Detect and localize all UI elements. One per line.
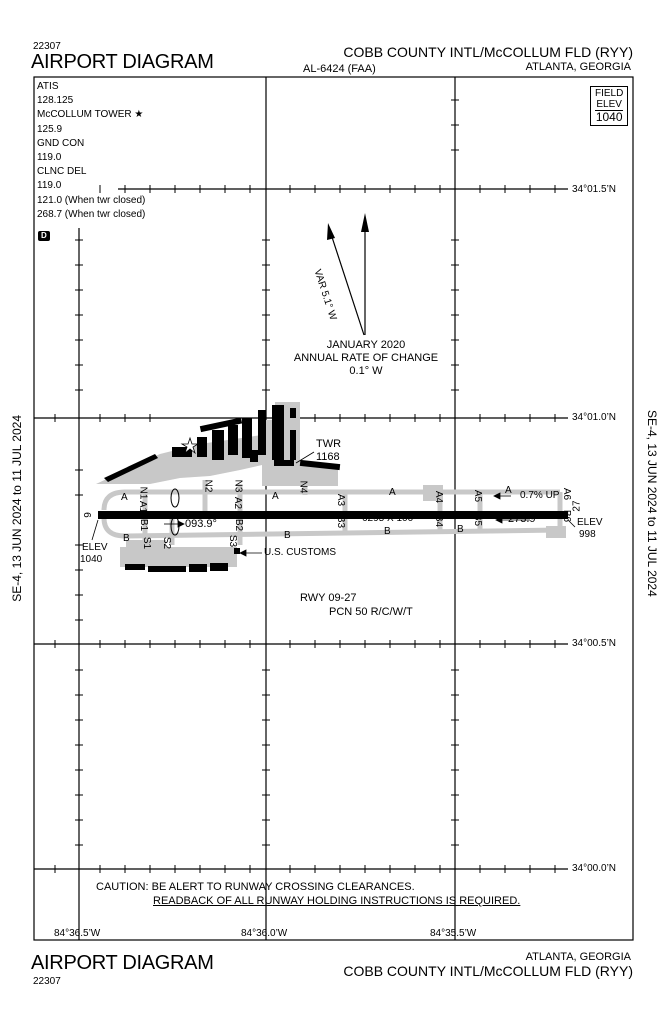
field-elev-label-2: ELEV [596,99,622,110]
taxiway-label: B1 [138,518,150,532]
mag-rate-value: 0.1° W [349,365,383,377]
taxiway-label: A [272,491,279,502]
taxiway-label: S1 [141,536,153,550]
freq-line: 121.0 (When twr closed) [37,194,146,206]
runway-pcn: PCN 50 R/C/W/T [329,606,413,618]
field-elev-label-1: FIELD [595,88,624,99]
runway-end-27: 27 [571,500,583,512]
data-badge: D [38,225,50,243]
north-arrow-magnetic [330,233,365,336]
runway-label: RWY 09-27 [300,592,357,604]
taxiway-label: A [389,487,396,498]
footer-title: AIRPORT DIAGRAM [31,952,214,974]
customs-label: U.S. CUSTOMS [264,547,337,558]
taxiway-label: A3 [335,493,347,507]
taxiway-label: A [121,492,128,503]
taxiway-label: B5 [472,513,484,527]
runway-dimensions: 6295 X 100 [362,513,414,524]
taxiway-label: N1 [137,486,149,500]
graticule [34,77,568,940]
effective-date-right: SE-4, 13 JUN 2024 to 11 JUL 2024 [645,410,659,597]
lon-label: 84°36.0’W [241,928,288,939]
taxiway-label: A2 [232,496,244,510]
freq-line: 119.0 [37,180,62,192]
proc-number: 22307 [33,41,61,52]
taxiway-label: B [123,533,130,544]
mag-date: JANUARY 2020 [326,339,406,351]
lat-label: 34°01.0’N [572,412,617,423]
lat-label: 34°00.0’N [572,863,617,874]
leader-lines [91,451,576,557]
mag-rate-label: ANNUAL RATE OF CHANGE [293,352,439,364]
footer-proc-number: 22307 [33,976,61,987]
taxiway-label: A6 [561,487,573,501]
diagram-frame [33,76,634,941]
beacon-star-icon [180,436,200,455]
tower-elevation: 1168 [316,451,340,463]
taxiway-label: B2 [233,518,245,532]
chart-id: AL-6424 (FAA) [303,63,376,75]
heading-east: 273.9° [508,513,540,525]
buildings [104,405,341,572]
freq-line: 119.0 [37,152,62,164]
taxiway-label: A [505,485,512,496]
field-elev-value: 1040 [595,110,624,124]
caution-line-1: CAUTION: BE ALERT TO RUNWAY CROSSING CLE… [96,881,415,893]
lon-label: 84°36.5’W [54,928,101,939]
elev-east-value: 998 [579,529,596,540]
freq-line: GND CON [37,137,85,149]
freq-line: 268.7 (When twr closed) [37,208,146,220]
lat-label: 34°01.5’N [572,184,617,195]
taxiway-label: B3 [335,515,347,529]
freq-line: McCOLLUM TOWER ★ [37,109,144,121]
caution-line-2: READBACK OF ALL RUNWAY HOLDING INSTRUCTI… [153,895,521,907]
effective-date-left: SE-4, 13 JUN 2024 to 11 JUL 2024 [10,415,24,602]
lon-label: 84°35.5’W [430,928,477,939]
taxiway-label: N3 [232,479,244,493]
runway-end-9: 9 [82,512,94,518]
taxiway-label: A4 [433,490,445,504]
taxiway-label: B4 [433,514,445,528]
taxiway-label: S3 [227,534,239,548]
footer-city-state: ATLANTA, GEORGIA [525,951,631,963]
field-elevation-box: FIELD ELEV 1040 [590,86,629,126]
magnetic-north-arrowhead [327,223,335,240]
heading-west: 093.9° [185,518,217,530]
freq-line: 125.9 [37,123,63,135]
taxiway-label: A1 [137,500,149,514]
city-state: ATLANTA, GEORGIA [525,61,631,73]
runway-slope: 0.7% UP [520,490,560,501]
elev-east-label: ELEV [577,517,603,528]
taxiway-label: B [457,524,464,535]
taxiway-label: B [384,526,391,537]
taxiway-label: N4 [297,480,309,494]
graticule-ticks [54,99,556,873]
freq-line: 128.125 [37,95,74,107]
freq-line: ATIS [37,81,59,92]
taxiway-label: A5 [472,489,484,503]
elev-west-label: ELEV [82,542,108,553]
footer-airport-name: COBB COUNTY INTL/McCOLLUM FLD (RYY) [343,963,633,979]
taxiway-label: B [284,530,291,541]
runway-09-27 [98,511,568,519]
taxiway-label: B6 [561,509,573,523]
true-north-arrowhead [361,213,369,232]
tower-label: TWR [316,438,342,450]
airport-name: COBB COUNTY INTL/McCOLLUM FLD (RYY) [343,44,633,60]
elev-west-value: 1040 [80,554,103,565]
frequency-list: ATIS 128.125 McCOLLUM TOWER ★ 125.9 GND … [37,80,145,222]
chart-title: AIRPORT DIAGRAM [31,51,214,73]
lat-label: 34°00.5’N [572,638,617,649]
taxiway-label: N2 [202,479,214,493]
taxiway-label: S2 [161,536,173,550]
freq-line: CLNC DEL [37,166,87,178]
